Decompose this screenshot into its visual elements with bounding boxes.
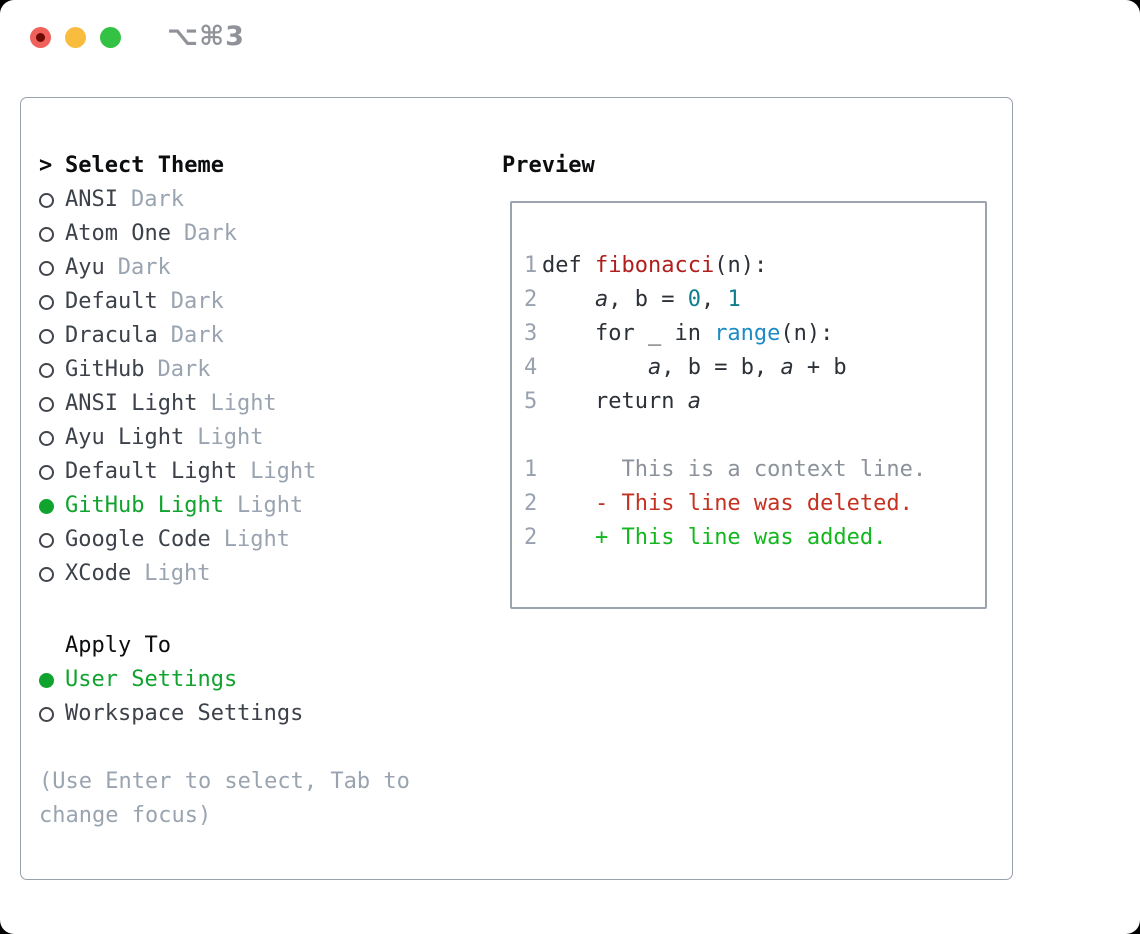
line-number: 1 [524, 457, 538, 482]
radio-unselected-icon [39, 706, 54, 722]
theme-option-xcode[interactable]: XCode Light [39, 557, 316, 591]
theme-option-default-light[interactable]: Default Light Light [39, 455, 316, 489]
line-number: 2 [524, 525, 538, 550]
theme-variant-label: Dark [117, 255, 171, 280]
theme-option-ayu[interactable]: Ayu Dark [39, 251, 316, 285]
line-number: 4 [524, 355, 538, 380]
code-line: 4 a, b = b, a + b [524, 351, 985, 385]
theme-variant-label: Dark [170, 289, 224, 314]
theme-option-default[interactable]: Default Dark [39, 285, 316, 319]
theme-variant-label: Light [223, 527, 290, 552]
diff-preview: 1 This is a context line.2 - This line w… [524, 453, 985, 555]
radio-unselected-icon [39, 464, 54, 480]
theme-variant-label: Dark [170, 323, 224, 348]
theme-option-ansi[interactable]: ANSI Dark [39, 183, 316, 217]
theme-name: Default Light [65, 459, 238, 484]
theme-variant-label: Light [144, 561, 211, 586]
theme-name: Google Code [65, 527, 211, 552]
diff-line: 2 + This line was added. [524, 521, 985, 555]
theme-variant-label: Dark [183, 221, 237, 246]
radio-unselected-icon [39, 532, 54, 548]
code-line: 5 return a [524, 385, 985, 419]
theme-variant-label: Dark [130, 187, 184, 212]
theme-name: Dracula [65, 323, 158, 348]
line-number: 2 [524, 287, 538, 312]
radio-unselected-icon [39, 192, 54, 208]
keyboard-shortcut-label: ⌥⌘3 [167, 21, 245, 52]
apply-option-label: User Settings [65, 667, 238, 692]
radio-selected-icon [39, 498, 54, 514]
radio-unselected-icon [39, 328, 54, 344]
theme-name: GitHub [65, 357, 145, 382]
theme-option-ansi-light[interactable]: ANSI Light Light [39, 387, 316, 421]
apply-option-user-settings[interactable]: User Settings [39, 663, 303, 697]
radio-unselected-icon [39, 260, 54, 276]
line-number: 1 [524, 253, 538, 278]
radio-unselected-icon [39, 294, 54, 310]
theme-variant-label: Light [250, 459, 317, 484]
diff-line: 1 This is a context line. [524, 453, 985, 487]
theme-option-github[interactable]: GitHub Dark [39, 353, 316, 387]
theme-name: Ayu Light [65, 425, 185, 450]
close-button[interactable] [30, 27, 51, 48]
diff-line: 2 - This line was deleted. [524, 487, 985, 521]
maximize-button[interactable] [100, 27, 121, 48]
preview-blank-line [524, 419, 985, 453]
theme-option-dracula[interactable]: Dracula Dark [39, 319, 316, 353]
theme-variant-label: Dark [157, 357, 211, 382]
radio-unselected-icon [39, 430, 54, 446]
theme-name: Default [65, 289, 158, 314]
radio-unselected-icon [39, 566, 54, 582]
close-button-dot-icon [36, 33, 45, 42]
theme-name: XCode [65, 561, 132, 586]
preview-header: Preview [502, 153, 595, 178]
line-number: 2 [524, 491, 538, 516]
theme-name: GitHub Light [65, 493, 224, 518]
theme-name: ANSI Light [65, 391, 198, 416]
theme-option-ayu-light[interactable]: Ayu Light Light [39, 421, 316, 455]
theme-variant-label: Light [236, 493, 304, 518]
theme-option-atom-one[interactable]: Atom One Dark [39, 217, 316, 251]
radio-unselected-icon [39, 362, 54, 378]
line-number: 5 [524, 389, 538, 414]
titlebar: ⌥⌘3 [0, 0, 1140, 70]
theme-name: Atom One [65, 221, 171, 246]
select-theme-header: > Select Theme [39, 149, 224, 183]
line-number: 3 [524, 321, 538, 346]
theme-name: Ayu [65, 255, 105, 280]
minimize-button[interactable] [65, 27, 86, 48]
theme-name: ANSI [65, 187, 118, 212]
radio-unselected-icon [39, 226, 54, 242]
theme-option-github-light[interactable]: GitHub Light Light [39, 489, 316, 523]
apply-to-header: Apply To [65, 633, 171, 658]
apply-option-label: Workspace Settings [65, 701, 304, 726]
theme-option-google-code[interactable]: Google Code Light [39, 523, 316, 557]
radio-selected-icon [39, 672, 54, 688]
radio-unselected-icon [39, 396, 54, 412]
theme-variant-label: Light [210, 391, 277, 416]
select-theme-title: Select Theme [65, 153, 224, 178]
code-line: 3 for _ in range(n): [524, 317, 985, 351]
selection-caret-icon: > [39, 153, 53, 178]
hint-text: (Use Enter to select, Tab to change focu… [39, 769, 410, 828]
apply-option-workspace-settings[interactable]: Workspace Settings [39, 697, 303, 731]
theme-variant-label: Light [197, 425, 264, 450]
code-line: 2 a, b = 0, 1 [524, 283, 985, 317]
